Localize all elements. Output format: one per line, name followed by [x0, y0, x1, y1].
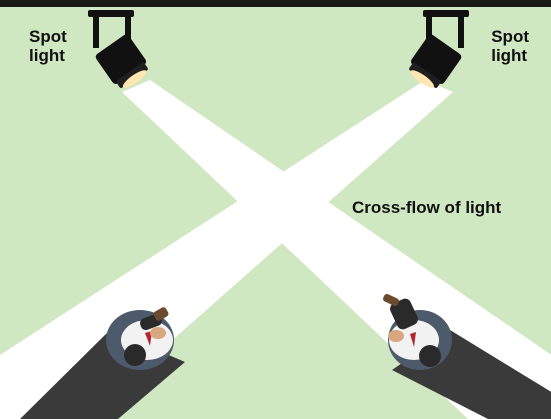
- right-spotlight-label: Spot light: [491, 27, 529, 65]
- cross-flow-label: Cross-flow of light: [352, 198, 501, 217]
- left-spotlight-label: Spot light: [29, 27, 67, 65]
- left-spotlight-label-line1: Spot: [29, 27, 67, 46]
- top-bar: [0, 0, 551, 7]
- right-spotlight-label-line1: Spot: [491, 27, 529, 46]
- left-spotlight-label-line2: light: [29, 46, 67, 65]
- right-spotlight-label-line2: light: [491, 46, 529, 65]
